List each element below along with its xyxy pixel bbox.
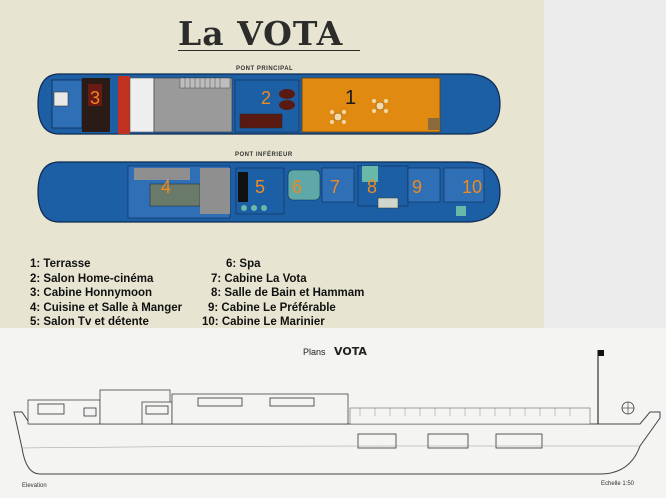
- legend-item: 10: Cabine Le Marinier: [202, 316, 325, 328]
- seat-icon: [241, 205, 247, 211]
- room-number-3: 3: [90, 88, 100, 108]
- legend-item: 3: Cabine Honnymoon: [30, 287, 153, 299]
- washbasin-icon: [456, 206, 466, 216]
- bed-icon: [53, 91, 69, 107]
- title-underline: [178, 50, 360, 51]
- waterline: [21, 445, 640, 449]
- terrace-steps: [428, 118, 440, 130]
- legend-item: 1: Terrasse: [30, 258, 91, 270]
- hull-window: [357, 433, 397, 449]
- scale-label: Echelle 1:50: [601, 481, 635, 487]
- window: [197, 397, 243, 407]
- room-number-8: 8: [367, 177, 377, 197]
- flag-icon: [598, 350, 604, 356]
- seat-icon: [261, 205, 267, 211]
- upper-deck-label: PONT PRINCIPAL: [236, 66, 294, 72]
- room-number-7: 7: [330, 177, 340, 197]
- legend-item: 2: Salon Home-cinéma: [30, 272, 154, 285]
- room-number-1: 1: [345, 87, 356, 109]
- stair-divider: [118, 76, 130, 134]
- deck-chair-icon: [372, 99, 388, 113]
- corridor: [129, 77, 155, 133]
- legend-item: 4: Cuisine et Salle à Manger: [30, 301, 183, 314]
- deck-chair-icon: [330, 110, 346, 124]
- dining-table: [149, 183, 201, 207]
- room-number-10: 10: [462, 177, 482, 197]
- room-number-9: 9: [412, 177, 422, 197]
- lower-deck-label: PONT INFÉRIEUR: [235, 152, 293, 158]
- seat-icon: [251, 205, 257, 211]
- cabin-la-vota: [321, 167, 355, 203]
- legend-item: 9: Cabine Le Préférable: [208, 301, 336, 314]
- window: [269, 397, 315, 407]
- deck-railing: [349, 407, 591, 425]
- window: [145, 405, 169, 415]
- hammam-area: [362, 166, 378, 182]
- legend-right: 6: Spa 7: Cabine La Vota 8: Salle de Bai…: [202, 257, 364, 330]
- washbasin-icon: [377, 197, 399, 209]
- kitchen-counter: [134, 168, 190, 180]
- window: [37, 403, 65, 415]
- cabin-le-preferable: [407, 167, 441, 203]
- lower-stairs: [200, 168, 230, 214]
- mid-cabin: [141, 401, 173, 425]
- cinema-sofa: [239, 113, 283, 129]
- legend-left: 1: Terrasse 2: Salon Home-cinéma 3: Cabi…: [30, 257, 182, 330]
- room-number-6: 6: [292, 177, 302, 197]
- legend-item: 7: Cabine La Vota: [211, 272, 307, 285]
- room-number-2: 2: [261, 88, 271, 108]
- elevation-title: Plans VOTA: [303, 345, 367, 358]
- terrace-area: [301, 77, 441, 133]
- window: [83, 407, 97, 417]
- tv-unit: [238, 172, 248, 202]
- plans-label: Plans: [303, 347, 326, 357]
- cinema-armchair: [279, 89, 295, 99]
- hull-elevation: [13, 411, 661, 475]
- railing-posts: [359, 408, 571, 416]
- elevation-label: Elevation: [22, 483, 47, 489]
- boat-name: VOTA: [334, 345, 367, 358]
- legend-item: 8: Salle de Bain et Hammam: [211, 287, 365, 299]
- upper-stairs: [179, 77, 231, 89]
- margin-strip: [544, 0, 666, 328]
- room-number-5: 5: [255, 177, 265, 197]
- hull-window: [495, 433, 543, 449]
- deck-plans-svg: 3 2 1 4 5 6 7 8 9 10: [37, 73, 501, 223]
- cabin-le-marinier: [443, 167, 485, 203]
- hull-window: [427, 433, 469, 449]
- cinema-armchair: [279, 100, 295, 110]
- page-title: La VOTA: [178, 14, 344, 53]
- room-number-4: 4: [161, 177, 171, 197]
- spa-pool: [287, 169, 321, 201]
- legend-item: 6: Spa: [226, 258, 261, 270]
- wardrobe-detail: [88, 84, 102, 106]
- legend-item: 5: Salon Tv et détente: [30, 316, 149, 328]
- elevation-svg: [13, 350, 661, 475]
- main-superstructure: [171, 393, 349, 425]
